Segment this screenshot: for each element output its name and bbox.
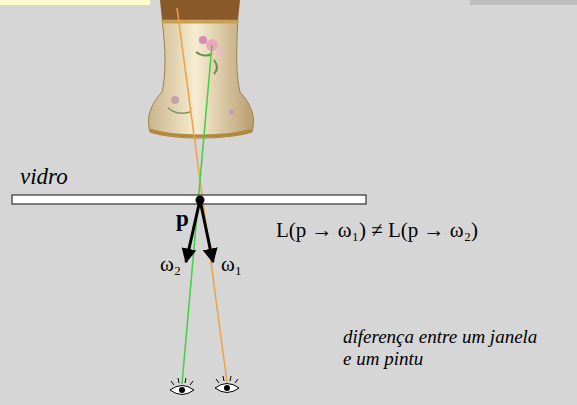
- point-label: p: [176, 206, 189, 232]
- glass-pane: [12, 195, 366, 204]
- direction-arrow: [200, 200, 213, 262]
- vase: [149, 0, 254, 138]
- equation: L(p → ω₁) ≠ L(p → ω₂): [276, 218, 478, 242]
- top-strip: [0, 0, 150, 5]
- point-dot: [196, 196, 205, 205]
- note: diferença entre um janela e um pintu: [343, 326, 539, 370]
- direction-label: ω₁: [221, 252, 242, 276]
- top-strip: [470, 0, 577, 5]
- direction-label: ω₂: [160, 252, 181, 276]
- glass-label: vidro: [20, 164, 68, 190]
- eye-icon: [215, 376, 239, 393]
- eye-icon: [170, 378, 194, 395]
